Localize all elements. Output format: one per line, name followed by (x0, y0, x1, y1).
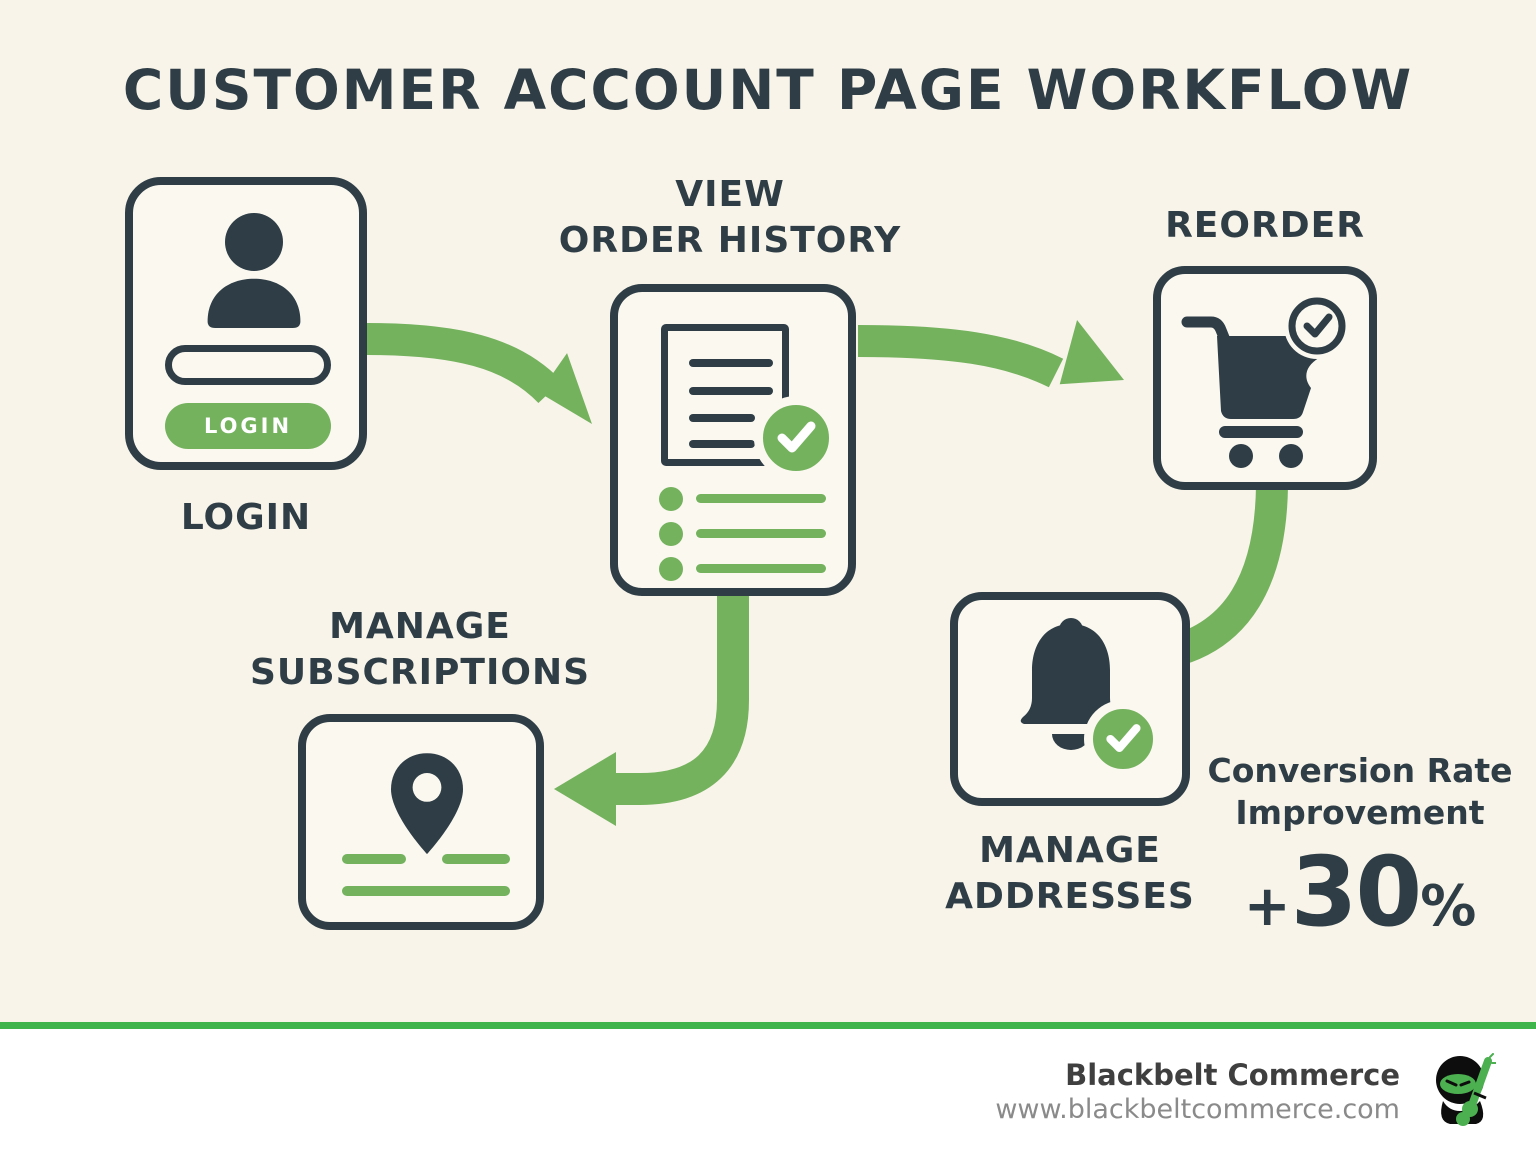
arrowhead-order-history-to-subscriptions (554, 752, 616, 826)
address-line (442, 854, 510, 864)
reorder-card (1153, 266, 1377, 490)
login-button-label: LOGIN (203, 414, 293, 438)
order-row-line (696, 529, 826, 538)
arrowhead-order-history-to-reorder (1059, 320, 1124, 385)
username-input (165, 345, 331, 385)
footer-company-name: Blackbelt Commerce (1065, 1058, 1400, 1092)
document-text-line (689, 440, 755, 448)
manage-subscriptions-node-label: MANAGE SUBSCRIPTIONS (249, 606, 591, 693)
cart-check-icon (1181, 293, 1350, 468)
login-node-label: LOGIN (180, 497, 312, 538)
footer-divider (0, 1022, 1536, 1029)
checkmark-glyph (777, 421, 816, 453)
conversion-stat-caption: Conversion Rate Improvement (1207, 751, 1513, 832)
manage-addresses-card (950, 592, 1190, 806)
document-text-line (689, 414, 755, 422)
check-circle-icon (754, 396, 838, 480)
stat-number: 30 (1290, 836, 1423, 948)
address-line (342, 854, 406, 864)
order-row-bullet (659, 487, 683, 511)
address-line (342, 886, 510, 896)
manage-subscriptions-card (298, 714, 544, 930)
check-circle-icon (1084, 700, 1162, 778)
conversion-stat-value: +30% (1190, 836, 1530, 948)
footer-text-block: Blackbelt Commerce www.blackbeltcommerce… (995, 1057, 1400, 1127)
order-history-node-label: VIEW ORDER HISTORY (558, 174, 902, 261)
document-text-line (689, 387, 773, 395)
login-card: LOGIN (125, 177, 367, 470)
footer: Blackbelt Commerce www.blackbeltcommerce… (0, 1029, 1536, 1154)
order-row-bullet (659, 557, 683, 581)
arrow-order-history-to-reorder (857, 325, 1064, 388)
manage-addresses-node-label: MANAGE ADDRESSES (945, 830, 1195, 917)
arrowhead-login-to-order-history (539, 353, 592, 424)
order-row-bullet (659, 522, 683, 546)
order-row-line (696, 494, 826, 503)
document-text-line (689, 359, 773, 367)
checkmark-glyph (1106, 724, 1141, 753)
page-title: CUSTOMER ACCOUNT PAGE WORKFLOW (122, 58, 1414, 122)
login-button: LOGIN (165, 403, 331, 449)
order-row-line (696, 564, 826, 573)
reorder-node-label: REORDER (1165, 205, 1365, 246)
stat-percent-sign: % (1420, 874, 1477, 939)
location-pin-icon (391, 753, 463, 854)
bell-icon (1020, 618, 1122, 750)
arrow-group (366, 320, 1288, 826)
arrow-login-to-order-history (366, 323, 562, 404)
connector-reorder-to-addresses (1165, 485, 1288, 668)
order-history-card (610, 284, 856, 596)
arrow-order-history-to-subscriptions (616, 594, 749, 805)
footer-website-url: www.blackbeltcommerce.com (995, 1094, 1400, 1125)
ninja-mascot-icon (1436, 1053, 1496, 1126)
user-icon (207, 213, 301, 329)
stat-plus-sign: + (1243, 874, 1291, 939)
